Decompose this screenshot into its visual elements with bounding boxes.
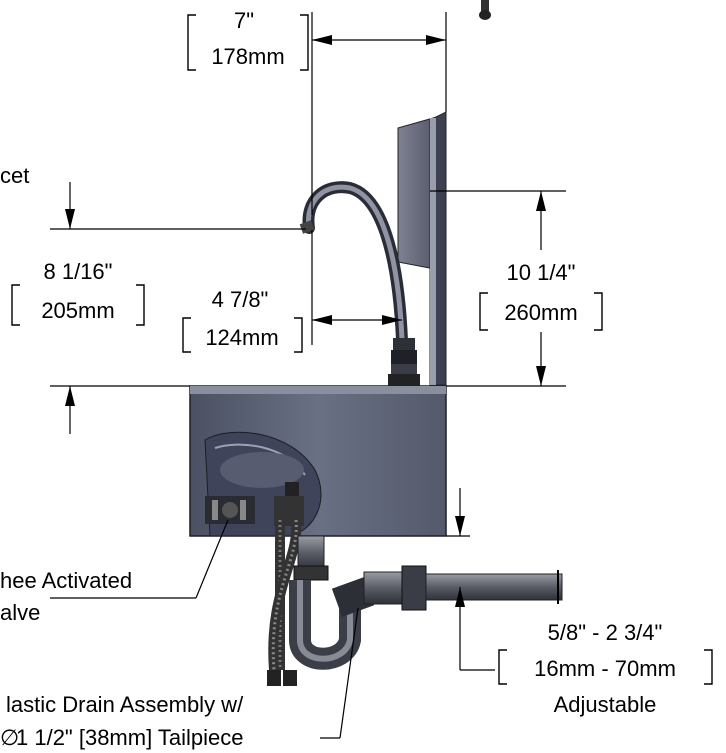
top-width-inch: 7"	[234, 8, 254, 33]
drain-callout-line1: lastic Drain Assembly w/	[6, 692, 244, 717]
backsplash-height-mm: 260mm	[504, 300, 577, 325]
brackets	[11, 14, 713, 685]
faucet-height-mm: 205mm	[41, 298, 114, 323]
knee-valve-callout-line1: hee Activated	[0, 568, 132, 593]
adjustable-mm: 16mm - 70mm	[534, 656, 676, 681]
leader-lines	[50, 519, 359, 739]
dimension-lines	[50, 12, 566, 671]
spout-reach-mm: 124mm	[205, 325, 278, 350]
faucet-callout: cet	[0, 163, 29, 188]
drain-assembly	[289, 535, 563, 670]
spout-reach-inch: 4 7/8"	[212, 287, 269, 312]
knee-valve-callout-line2: alve	[0, 600, 40, 625]
diameter-symbol: ∅	[0, 725, 19, 750]
sink-assembly	[189, 0, 563, 686]
faucet	[299, 181, 420, 386]
labels: 7" 178mm cet 8 1/16" 205mm 4 7/8" 124mm …	[0, 8, 676, 750]
top-width-mm: 178mm	[211, 44, 284, 69]
adjustable-range: 5/8" - 2 3/4"	[548, 620, 663, 645]
supply-hoses	[267, 519, 302, 686]
faucet-height-inch: 8 1/16"	[44, 259, 113, 284]
top-screw	[479, 0, 491, 20]
drain-callout-line2: 1 1/2" [38mm] Tailpiece	[16, 725, 244, 750]
adjustable-note: Adjustable	[554, 692, 657, 717]
backsplash-height-inch: 10 1/4"	[507, 260, 576, 285]
backsplash	[397, 111, 447, 386]
